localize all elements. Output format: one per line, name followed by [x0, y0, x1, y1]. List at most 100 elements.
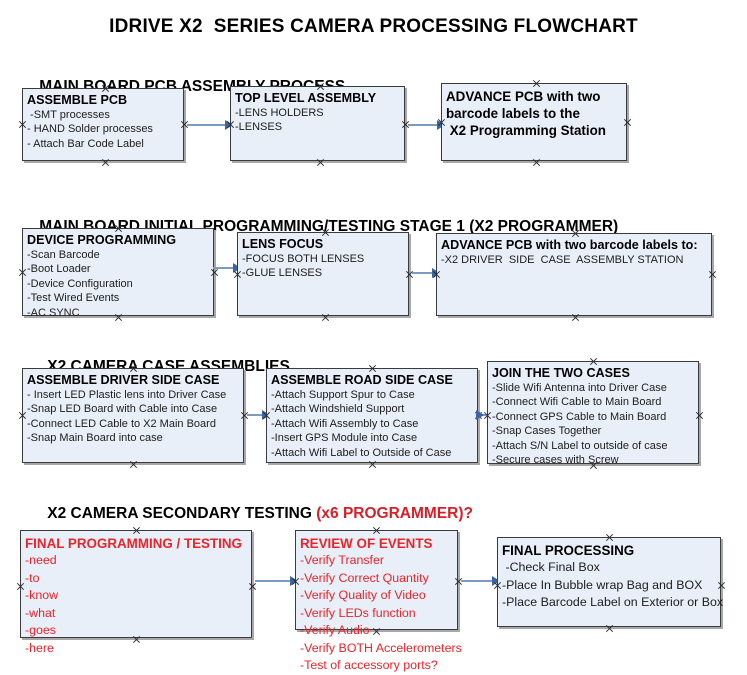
- box-line: -Scan Barcode: [27, 249, 100, 261]
- anchor-handle-bottom-icon: [101, 158, 110, 167]
- box-line: -Verify Transfer: [300, 553, 385, 567]
- box-top-level-assembly[interactable]: TOP LEVEL ASSEMBLY -LENS HOLDERS -LENSES: [230, 86, 405, 161]
- section-title-x2-camera-secondary-testing: X2 CAMERA SECONDARY TESTING (x6 PROGRAMM…: [30, 487, 473, 541]
- anchor-handle-left-icon: [18, 268, 27, 277]
- connector-assemble-pcb-to-top-level-assembly: [187, 124, 227, 126]
- box-line: -Attach Support Spur to Case: [271, 389, 415, 401]
- box-line-overflow: -Test of accessory ports?: [300, 658, 438, 672]
- anchor-handle-bottom-icon: [321, 313, 330, 322]
- box-line: - HAND Solder processes: [27, 123, 153, 136]
- anchor-handle-top-icon: [532, 79, 541, 88]
- box-line: -Attach S/N Label to outside of case: [492, 439, 668, 452]
- box-line: - Insert LED Plastic lens into Driver Ca…: [27, 389, 227, 401]
- box-line: -Test Wired Events: [27, 292, 120, 305]
- box-line: - Attach Bar Code Label: [27, 137, 144, 150]
- anchor-handle-bottom-icon: [368, 460, 377, 469]
- section-title-accent: (x6 PROGRAMMER)?: [316, 505, 473, 522]
- anchor-handle-bottom-icon: [316, 158, 325, 167]
- box-line: -Place Barcode Label on Exterior or Box: [502, 595, 724, 609]
- anchor-handle-left-icon: [18, 411, 27, 420]
- arrow-head-icon: [492, 576, 500, 586]
- box-line: -AC SYNC: [27, 306, 80, 319]
- box-header: ADVANCE PCB with two: [446, 89, 601, 104]
- page-title: IDRIVE X2 SERIES CAMERA PROCESSING FLOWC…: [109, 16, 638, 37]
- box-line: X2 Programming Station: [446, 123, 606, 138]
- anchor-handle-bottom-icon: [129, 460, 138, 469]
- box-line: -Device Configuration: [27, 277, 133, 290]
- box-device-programming[interactable]: DEVICE PROGRAMMING -Scan Barcode -Boot L…: [22, 228, 214, 319]
- box-header: DEVICE PROGRAMMING: [27, 233, 177, 247]
- box-line: -here: [25, 640, 54, 655]
- box-review-of-events[interactable]: REVIEW OF EVENTS -Verify Transfer -Verif…: [295, 530, 462, 672]
- box-line: -know: [25, 588, 59, 602]
- anchor-handle-right-icon: [708, 270, 717, 279]
- box-lens-focus[interactable]: LENS FOCUS -FOCUS BOTH LENSES -GLUE LENS…: [237, 232, 409, 316]
- box-advance-pcb-to-programming-station[interactable]: ADVANCE PCB with two barcode labels to t…: [441, 83, 627, 161]
- box-line: -Snap Cases Together: [492, 425, 602, 438]
- box-line: -Attach Wifi Label to Outside of Case: [271, 446, 452, 459]
- anchor-handle-bottom-icon: [532, 158, 541, 167]
- anchor-handle-top-icon: [605, 533, 614, 542]
- anchor-handle-right-icon: [210, 268, 219, 277]
- box-line: -Attach Wifi Assembly to Case: [271, 417, 419, 430]
- box-line: -Verify LEDs function: [300, 605, 416, 620]
- box-header: TOP LEVEL ASSEMBLY: [235, 91, 377, 105]
- box-line: -to: [25, 570, 40, 585]
- box-header: ADVANCE PCB with two barcode labels to:: [441, 238, 698, 252]
- box-header: ASSEMBLE ROAD SIDE CASE: [271, 373, 453, 387]
- arrow-head-icon: [225, 120, 233, 130]
- box-header: FINAL PROCESSING: [502, 543, 635, 558]
- anchor-handle-top-icon: [368, 364, 377, 373]
- box-advance-pcb-to-driver-side-case[interactable]: ADVANCE PCB with two barcode labels to: …: [436, 233, 712, 316]
- box-line: -what: [25, 605, 56, 620]
- box-line: -Boot Loader: [27, 263, 91, 276]
- box-line: -Attach Windshield Support: [271, 403, 405, 416]
- section-title-text: X2 CAMERA SECONDARY TESTING: [47, 505, 317, 522]
- anchor-handle-right-icon: [623, 118, 632, 127]
- anchor-handle-top-icon: [589, 357, 598, 366]
- anchor-handle-left-icon: [16, 582, 25, 591]
- box-line: -GLUE LENSES: [242, 267, 323, 280]
- arrow-head-icon: [476, 410, 484, 420]
- box-join-the-two-cases[interactable]: JOIN THE TWO CASES -Slide Wifi Antenna i…: [487, 361, 699, 467]
- box-line: -Connect LED Cable to X2 Main Board: [27, 417, 216, 430]
- box-line: -Secure cases with Screw: [492, 454, 619, 467]
- arrow-head-icon: [290, 576, 298, 586]
- connector-lens-focus-to-advance-pcb-driver-side: [412, 272, 434, 274]
- box-line: -Snap LED Board with Cable into Case: [27, 403, 218, 416]
- box-line: -Connect Wifi Cable to Main Board: [492, 396, 662, 409]
- box-assemble-pcb[interactable]: ASSEMBLE PCB -SMT processes - HAND Solde…: [22, 88, 184, 161]
- connector-driver-side-to-road-side: [247, 414, 265, 416]
- box-final-processing[interactable]: FINAL PROCESSING -Check Final Box -Place…: [497, 537, 724, 627]
- box-final-programming-testing[interactable]: FINAL PROGRAMMING / TESTING -need -to -k…: [20, 530, 252, 655]
- box-line: -Verify Quality of Video: [300, 588, 426, 602]
- anchor-handle-left-icon: [18, 120, 27, 129]
- connector-final-programming-to-review-of-events: [255, 580, 293, 582]
- box-assemble-driver-side-case[interactable]: ASSEMBLE DRIVER SIDE CASE - Insert LED P…: [22, 368, 244, 463]
- box-line: -Place In Bubble wrap Bag and BOX: [502, 577, 703, 592]
- box-line: -Verify BOTH Accelerometers: [300, 640, 462, 655]
- anchor-handle-right-icon: [248, 582, 257, 591]
- connector-device-programming-to-lens-focus: [213, 267, 235, 269]
- anchor-handle-bottom-icon: [605, 624, 614, 633]
- box-line: -X2 DRIVER SIDE CASE ASSEMBLY STATION: [441, 254, 684, 266]
- connector-review-of-events-to-final-processing: [461, 580, 495, 582]
- box-header: LENS FOCUS: [242, 237, 324, 251]
- box-line: -Slide Wifi Antenna into Driver Case: [492, 382, 667, 394]
- box-header: JOIN THE TWO CASES: [492, 366, 630, 380]
- anchor-handle-right-icon: [717, 581, 726, 590]
- anchor-handle-bottom-icon: [571, 313, 580, 322]
- box-header: ASSEMBLE PCB: [27, 93, 128, 107]
- box-line: -LENS HOLDERS: [235, 107, 324, 119]
- box-line: -Connect GPS Cable to Main Board: [492, 410, 667, 423]
- box-line: -need: [25, 553, 57, 567]
- anchor-handle-right-icon: [695, 411, 704, 420]
- box-assemble-road-side-case[interactable]: ASSEMBLE ROAD SIDE CASE -Attach Support …: [266, 368, 478, 463]
- connector-top-level-assembly-to-advance-pcb: [408, 124, 440, 126]
- box-line: -SMT processes: [27, 109, 110, 121]
- box-line: -Check Final Box: [502, 560, 600, 574]
- box-line: -Insert GPS Module into Case: [271, 432, 418, 445]
- box-line: -Snap Main Board into case: [27, 432, 163, 445]
- box-header: FINAL PROGRAMMING / TESTING: [25, 536, 242, 551]
